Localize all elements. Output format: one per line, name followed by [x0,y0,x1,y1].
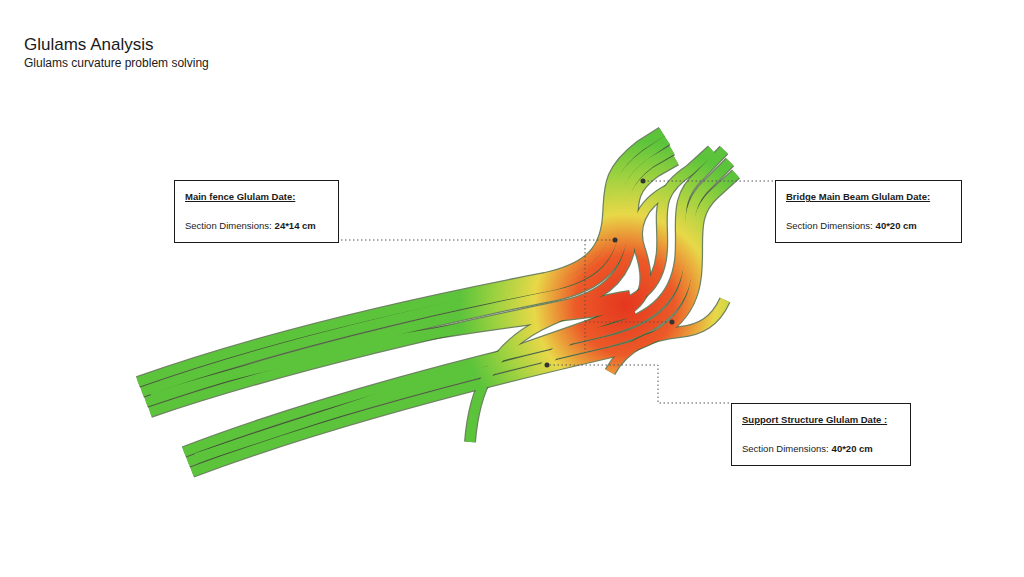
page-title: Glulams Analysis [24,35,153,55]
dimension-value: 40*20 cm [876,220,917,231]
callout-heading: Main fence Glulam Date: [185,190,328,203]
dimension-label: Section Dimensions: [185,220,272,231]
callout-body: Section Dimensions:40*20 cm [742,442,900,455]
callout-heading: Support Structure Glulam Date : [742,413,900,426]
dimension-value: 40*20 cm [832,443,873,454]
callout-heading: Bridge Main Beam Glulam Date: [786,190,951,203]
leader-dots [545,179,675,368]
leader-lines [341,181,773,403]
dimension-value: 24*14 cm [275,220,316,231]
callout-box: Support Structure Glulam Date : Section D… [731,403,911,466]
subtitle: Glulams curvature problem solving [24,56,209,70]
dimension-label: Section Dimensions: [742,443,829,454]
callout-box: Main fence Glulam Date: Section Dimension… [174,180,339,243]
callout-box: Bridge Main Beam Glulam Date: Section Dim… [775,180,962,243]
callout-body: Section Dimensions:40*20 cm [786,219,951,232]
dimension-label: Section Dimensions: [786,220,873,231]
callout-body: Section Dimensions:24*14 cm [185,219,328,232]
